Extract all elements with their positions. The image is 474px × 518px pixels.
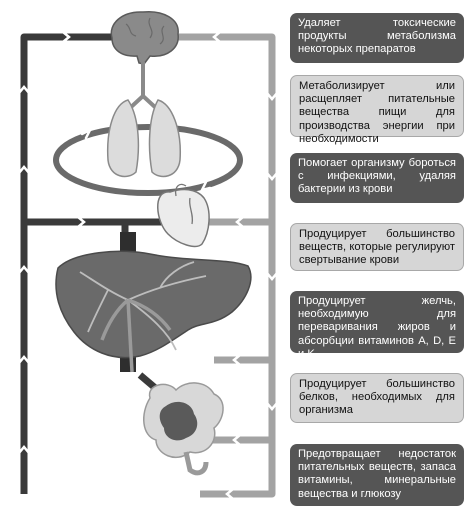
function-box-bile: Продуцирует желчь, необходимую для перев… bbox=[290, 291, 464, 360]
lungs-icon bbox=[106, 62, 181, 178]
brain-icon bbox=[110, 11, 179, 65]
light-arrows bbox=[212, 30, 279, 501]
function-box-clotting: Продуцирует большинство веществ, которые… bbox=[290, 223, 464, 271]
function-box-infections: Помогает организму бороться с инфекциями… bbox=[290, 153, 464, 203]
function-box-metabolism: Метаболизирует или расщепляет питательны… bbox=[290, 75, 464, 145]
function-box-storage: Предотвращает недостаток питательных вещ… bbox=[290, 444, 464, 506]
heart-icon bbox=[157, 183, 210, 248]
pulmonary-loop bbox=[53, 124, 243, 196]
function-box-proteins: Продуцирует большинство белков, необходи… bbox=[290, 373, 464, 423]
loop-arrows bbox=[80, 127, 212, 192]
liver-icon bbox=[55, 232, 252, 373]
dark-arrows bbox=[17, 30, 86, 455]
intestine-icon bbox=[143, 382, 224, 476]
function-box-toxins: Удаляет токсические продукты метаболизма… bbox=[290, 13, 464, 63]
